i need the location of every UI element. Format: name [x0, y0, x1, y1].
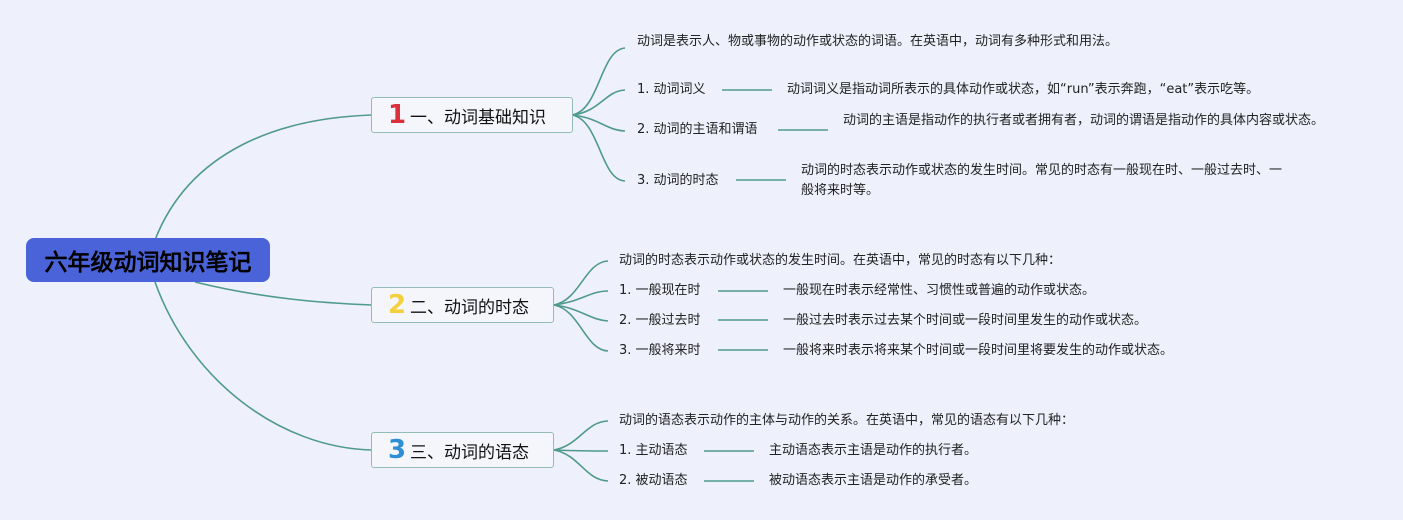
branch-3-intro[interactable]: 动词的语态表示动作的主体与动作的关系。在英语中，常见的语态有以下几种： — [619, 413, 1075, 428]
branch-1-item-3-detail[interactable]: 动词的时态表示动作或状态的发生时间。常见的时态有一般现在时、一般过去时、一般将来… — [801, 163, 1283, 198]
branch-3-item-2-detail[interactable]: 被动语态表示主语是动作的承受者。 — [769, 473, 978, 488]
branch-2-item-3-label[interactable]: 3. 一般将来时 — [619, 343, 701, 358]
branch-1-item-2-label[interactable]: 2. 动词的主语和谓语 — [637, 122, 758, 137]
branch-1-item-3-connector — [571, 114, 626, 182]
branch-2-item-3-detail[interactable]: 一般将来时表示将来某个时间或一段时间里将要发生的动作或状态。 — [783, 343, 1174, 358]
branch-title-3: 三、动词的语态 — [410, 442, 529, 463]
branch-number-1: 1 — [388, 100, 407, 130]
branch-number-2: 2 — [388, 290, 407, 320]
branch-1-item-2-connector — [571, 114, 626, 132]
branch-1-item-1-detail[interactable]: 动词词义是指动词所表示的具体动作或状态，如“run”表示奔跑，“eat”表示吃等… — [787, 82, 1260, 97]
branch-title-1: 一、动词基础知识 — [410, 107, 546, 128]
root-branch-1-connector — [154, 114, 373, 241]
branch-1-item-1-label[interactable]: 1. 动词词义 — [637, 82, 706, 97]
branch-2-item-1-detail[interactable]: 一般现在时表示经常性、习惯性或普遍的动作或状态。 — [783, 283, 1096, 298]
branch-topic-1[interactable]: 1 一、动词基础知识 — [371, 97, 573, 133]
root-branch-2-connector — [194, 281, 373, 306]
branch-1-item-2-detail[interactable]: 动词的主语是指动作的执行者或者拥有者，动词的谓语是指动作的具体内容或状态。 — [843, 113, 1325, 128]
branch-1-item-3-label[interactable]: 3. 动词的时态 — [637, 173, 719, 188]
branch-title-2: 二、动词的时态 — [410, 297, 529, 318]
branch-3-item-2-connector — [553, 449, 609, 482]
branch-1-item-1-connector — [571, 89, 626, 116]
root-topic[interactable]: 六年级动词知识笔记 — [26, 238, 270, 282]
branch-2-intro-connector — [553, 260, 609, 306]
branch-3-item-1-connector — [553, 449, 609, 452]
branch-3-item-2-label[interactable]: 2. 被动语态 — [619, 473, 688, 488]
branch-2-item-2-label[interactable]: 2. 一般过去时 — [619, 313, 701, 328]
branch-2-item-2-detail[interactable]: 一般过去时表示过去某个时间或一段时间里发生的动作或状态。 — [783, 313, 1148, 328]
branch-2-item-3-connector — [553, 304, 609, 352]
branch-topic-3[interactable]: 3 三、动词的语态 — [371, 432, 554, 468]
branch-number-3: 3 — [388, 435, 407, 465]
branch-2-item-1-connector — [553, 290, 609, 306]
branch-3-item-1-detail[interactable]: 主动语态表示主语是动作的执行者。 — [769, 443, 978, 458]
branch-2-item-1-label[interactable]: 1. 一般现在时 — [619, 283, 701, 298]
branch-2-intro[interactable]: 动词的时态表示动作或状态的发生时间。在英语中，常见的时态有以下几种： — [619, 253, 1062, 268]
root-topic-title: 六年级动词知识笔记 — [44, 250, 252, 276]
branch-3-intro-connector — [553, 420, 609, 451]
branch-3-item-1-label[interactable]: 1. 主动语态 — [619, 443, 688, 458]
branch-1-intro[interactable]: 动词是表示人、物或事物的动作或状态的词语。在英语中，动词有多种形式和用法。 — [637, 34, 1119, 49]
root-branch-3-connector — [154, 281, 373, 451]
branch-2-item-2-connector — [553, 304, 609, 322]
branch-topic-2[interactable]: 2 二、动词的时态 — [371, 287, 554, 323]
branch-1-intro-connector — [571, 47, 626, 116]
